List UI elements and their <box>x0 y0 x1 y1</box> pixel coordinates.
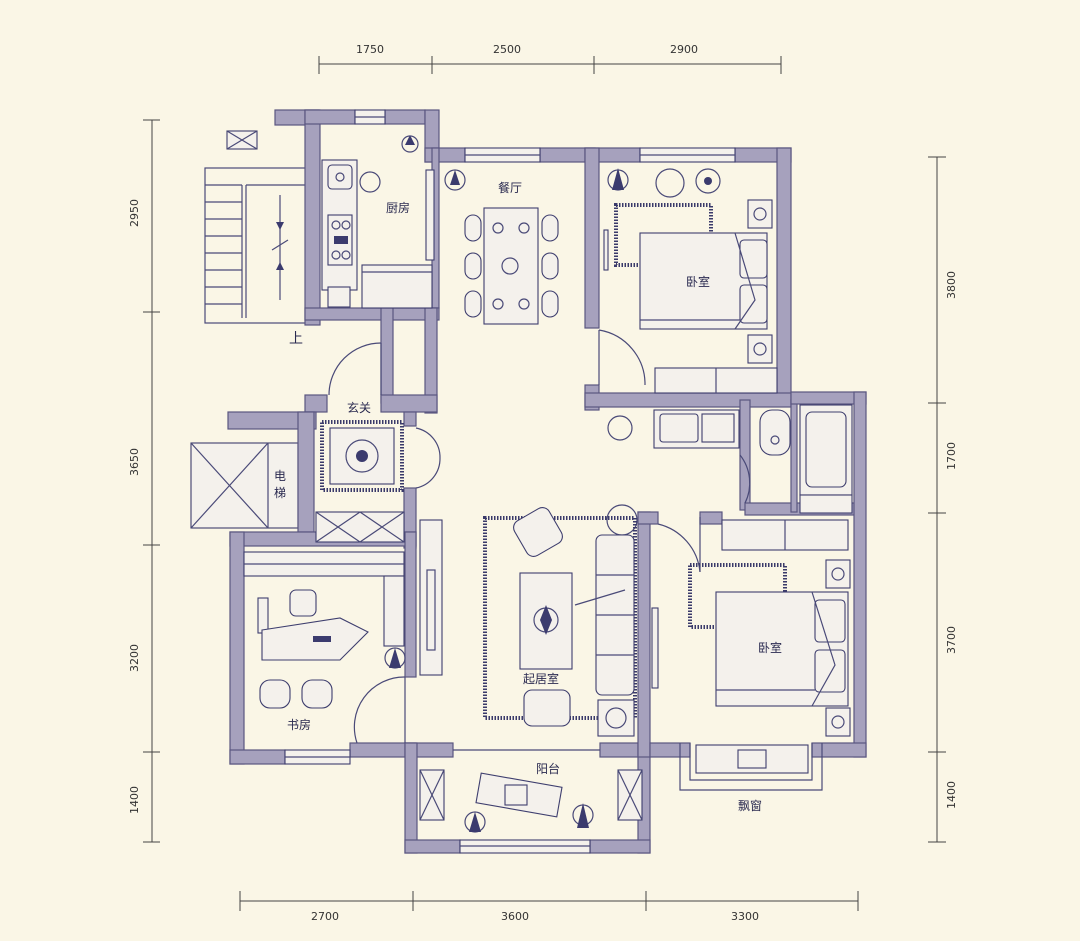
dim-right-4: 1400 <box>945 781 958 809</box>
entrance-rug <box>320 420 404 492</box>
dim-left-3: 3200 <box>128 644 141 672</box>
dining-label: 餐厅 <box>498 180 522 195</box>
bay-window-label: 飘窗 <box>738 799 762 813</box>
dim-left-4: 1400 <box>128 786 141 814</box>
dimension-top <box>318 56 782 74</box>
kitchen-label: 厨房 <box>386 200 410 215</box>
dim-bottom-1: 2700 <box>311 910 339 923</box>
dim-right-3: 3700 <box>945 626 958 654</box>
balcony-furniture <box>419 769 643 821</box>
dimension-bottom <box>239 891 859 911</box>
dining-table-set <box>464 207 559 325</box>
dimension-right <box>928 156 946 843</box>
bathroom-fixtures <box>653 404 853 514</box>
dimension-left <box>143 119 160 843</box>
dim-top-1: 1750 <box>356 43 384 56</box>
dim-left-2: 3650 <box>128 448 141 476</box>
dim-right-2: 1700 <box>945 442 958 470</box>
windows <box>284 109 823 854</box>
elevator-label-2: 梯 <box>274 486 286 500</box>
entrance-label: 玄关 <box>347 400 371 415</box>
dim-right-1: 3800 <box>945 271 958 299</box>
elevator-label-1: 电 <box>274 469 286 483</box>
bedroom-south-furniture <box>651 519 851 774</box>
stairwell <box>204 130 316 324</box>
bedroom-south-label: 卧室 <box>758 640 782 655</box>
walls <box>227 109 867 854</box>
balcony-label: 阳台 <box>536 761 560 776</box>
bedroom-north-furniture <box>603 168 778 394</box>
stairs-up-label: 上 <box>289 331 303 347</box>
dim-top-2: 2500 <box>493 43 521 56</box>
elevator-shaft <box>190 442 299 529</box>
living-furniture <box>419 507 637 737</box>
bedroom-north-label: 卧室 <box>686 274 710 289</box>
dim-bottom-3: 3300 <box>731 910 759 923</box>
shoe-cabinet <box>315 511 405 543</box>
living-label: 起居室 <box>523 671 559 686</box>
dim-top-3: 2900 <box>670 43 698 56</box>
kitchen-fixtures <box>321 159 435 309</box>
study-label: 书房 <box>287 717 311 732</box>
dim-bottom-2: 3600 <box>501 910 529 923</box>
door-swings <box>328 329 751 744</box>
study-furniture <box>243 551 405 709</box>
dim-left-1: 2950 <box>128 199 141 227</box>
